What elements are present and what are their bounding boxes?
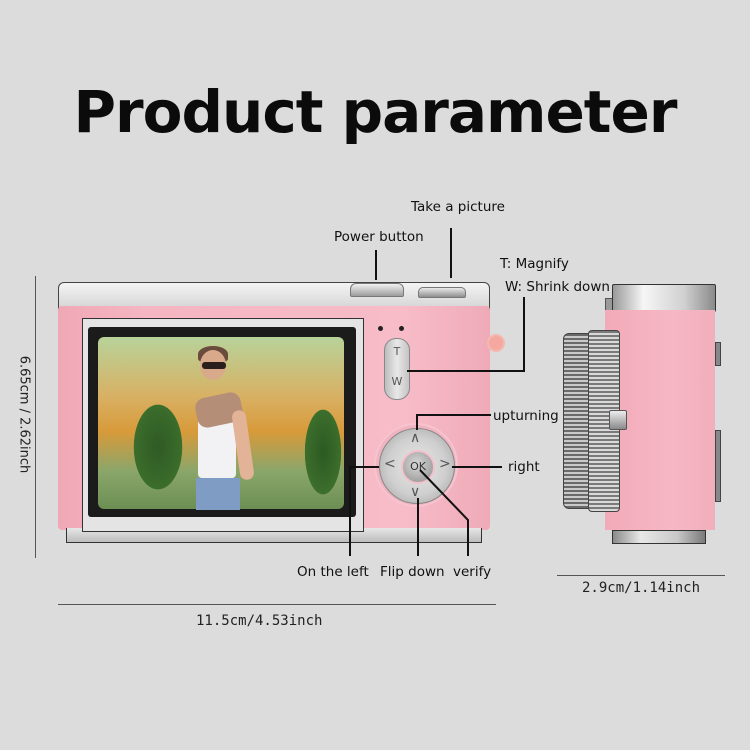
callout-line-zoom-h xyxy=(407,370,525,372)
label-power-button: Power button xyxy=(334,229,424,245)
label-on-the-left: On the left xyxy=(297,564,369,580)
label-flip-down: Flip down xyxy=(380,564,445,580)
indicator-dot xyxy=(399,326,404,331)
page-title: Product parameter xyxy=(73,78,678,146)
dpad-left-icon: < xyxy=(384,456,396,472)
zoom-w-label: W xyxy=(391,375,403,388)
dpad-down-icon: ∨ xyxy=(410,484,421,500)
callout-line-left-h xyxy=(349,466,379,468)
depth-dimension-line xyxy=(557,575,725,576)
dpad-up-icon: ∧ xyxy=(410,430,421,446)
label-zoom-w: W: Shrink down xyxy=(505,279,610,295)
side-port-cover xyxy=(715,430,721,502)
callout-line-up-v xyxy=(416,414,418,430)
label-right: right xyxy=(508,459,540,475)
photo-subject-sunglasses xyxy=(202,362,226,369)
label-verify: verify xyxy=(453,564,492,580)
side-button xyxy=(715,342,721,366)
dpad-right-icon: > xyxy=(439,456,451,472)
callout-line-left-v xyxy=(349,466,351,556)
callout-line-up-h xyxy=(416,414,491,416)
side-bottom-plate xyxy=(612,530,706,544)
callout-line-down xyxy=(417,498,419,556)
callout-line-zoom-v xyxy=(523,297,525,371)
power-button-dial xyxy=(350,283,404,297)
height-dimension-line xyxy=(35,276,36,558)
width-dimension-line xyxy=(58,604,496,605)
shutter-button xyxy=(418,287,466,298)
zoom-rocker: T W xyxy=(384,338,410,400)
height-dimension-label: 6.65cm / 2.62inch xyxy=(16,355,32,474)
label-zoom-t: T: Magnify xyxy=(500,256,569,272)
strap-lug xyxy=(487,334,505,352)
callout-line-shutter xyxy=(450,228,452,278)
label-take-picture: Take a picture xyxy=(411,199,505,215)
callout-line-right xyxy=(452,466,502,468)
depth-dimension-label: 2.9cm/1.14inch xyxy=(582,580,701,596)
zoom-t-label: T xyxy=(393,345,401,358)
lens-tab xyxy=(609,410,627,430)
width-dimension-label: 11.5cm/4.53inch xyxy=(196,613,323,629)
photo-subject-jeans xyxy=(196,478,240,510)
label-upturning: upturning xyxy=(493,408,559,424)
mic-dot xyxy=(378,326,383,331)
callout-line-power xyxy=(375,250,377,280)
